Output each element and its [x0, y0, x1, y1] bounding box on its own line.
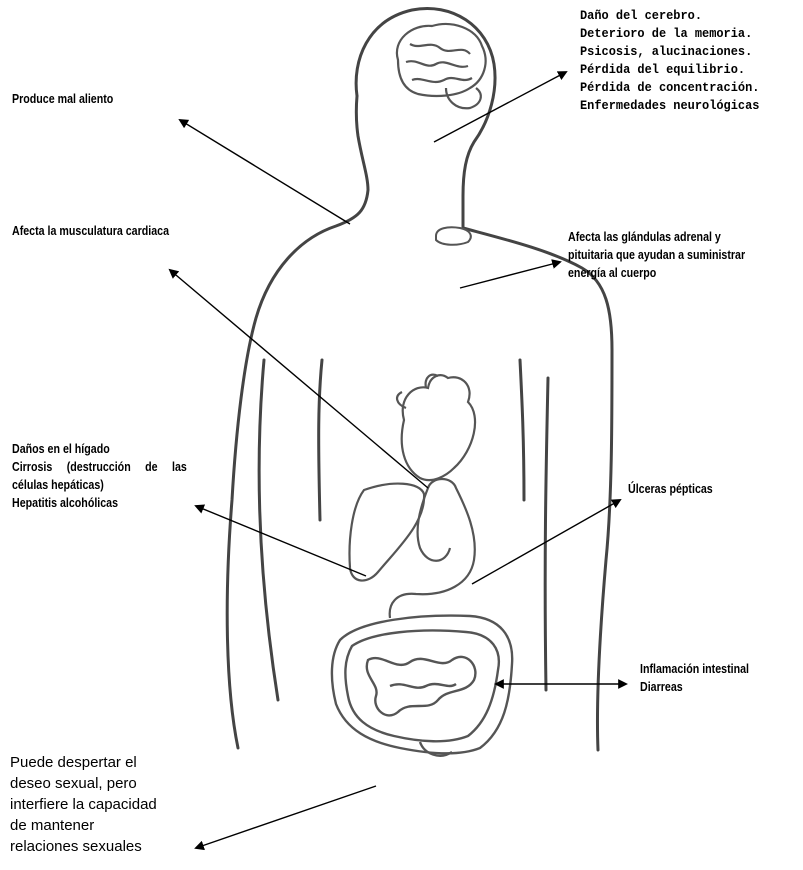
heart-icon [397, 375, 475, 480]
arrow-glands [460, 262, 560, 288]
label-sexual: Puede despertar el deseo sexual, pero in… [10, 752, 157, 857]
label-ulcers: Úlceras pépticas [628, 480, 713, 498]
arrow-brain [434, 72, 566, 142]
body-outline-left [227, 96, 368, 748]
gland-icon [436, 227, 471, 245]
body-outline-right [463, 228, 612, 750]
label-brain-line: Pérdida del equilibrio. [580, 61, 759, 79]
label-liver-line: Hepatitis alcohólicas [12, 494, 209, 512]
label-intestine-line: Diarreas [640, 678, 749, 696]
label-brain-line: Daño del cerebro. [580, 7, 759, 25]
left-arm-line [259, 360, 278, 700]
stomach-icon [390, 479, 475, 618]
label-heart: Afecta la musculatura cardiaca [12, 222, 169, 240]
label-liver-line: Daños en el hígado [12, 440, 209, 458]
label-brain-line: Enfermedades neurológicas [580, 97, 759, 115]
arrow-sexual [196, 786, 376, 848]
shoulder-dip-left [319, 360, 322, 520]
arrow-liver [196, 506, 366, 576]
label-glands-line: energía al cuerpo [568, 264, 800, 282]
brain-icon [397, 24, 486, 108]
label-liver-line: células hepáticas) [12, 476, 209, 494]
right-arm-line [545, 378, 548, 690]
label-intestine-line: Inflamación intestinal [640, 660, 749, 678]
label-sexual-line: interfiere la capacidad [10, 794, 157, 815]
label-brain-line: Pérdida de concentración. [580, 79, 759, 97]
liver-icon [350, 484, 425, 581]
label-glands-line: Afecta las glándulas adrenal y [568, 228, 800, 246]
label-glands: Afecta las glándulas adrenal y pituitari… [568, 228, 800, 282]
label-breath: Produce mal aliento [12, 90, 113, 108]
intestine-icon [332, 616, 512, 756]
label-glands-line: pituitaria que ayudan a suministrar [568, 246, 800, 264]
arrow-breath [180, 120, 350, 224]
label-sexual-line: Puede despertar el [10, 752, 157, 773]
label-sexual-line: deseo sexual, pero [10, 773, 157, 794]
label-liver-line: Cirrosis (destrucción de las [12, 458, 209, 476]
label-intestine: Inflamación intestinal Diarreas [640, 660, 749, 696]
label-sexual-line: de mantener [10, 815, 157, 836]
label-liver: Daños en el hígado Cirrosis (destrucción… [12, 440, 209, 512]
label-brain-line: Deterioro de la memoria. [580, 25, 759, 43]
label-brain: Daño del cerebro. Deterioro de la memori… [580, 7, 759, 115]
head-outline [356, 8, 495, 228]
label-sexual-line: relaciones sexuales [10, 836, 157, 857]
label-brain-line: Psicosis, alucinaciones. [580, 43, 759, 61]
shoulder-dip-right [520, 360, 524, 500]
